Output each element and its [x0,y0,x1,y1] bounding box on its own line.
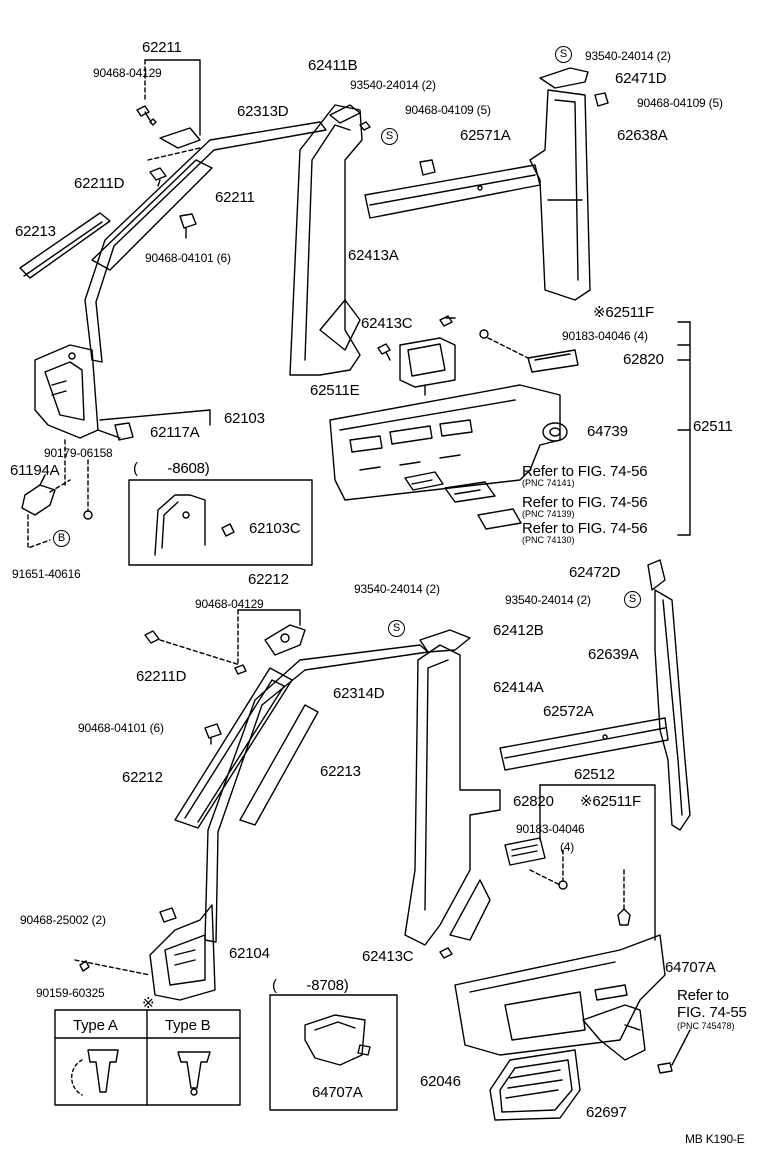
label-62046: 62046 [420,1073,461,1090]
label-64739: 64739 [587,423,628,440]
label-62413C-lower: 62413C [362,948,414,965]
label-62414A: 62414A [493,679,544,696]
label-64707A: 64707A [665,959,716,976]
label-refer-3: Refer to FIG. 74-56 [522,520,648,537]
label-62313D: 62313D [237,103,289,120]
label-90468-04109-b: 90468-04109 (5) [637,96,723,110]
label-62211-top: 62211 [142,39,182,56]
lower-b-pillar-group [404,629,691,1121]
asterisk-mark: ※ [593,304,606,321]
label-62639A: 62639A [588,646,639,663]
label-62314D: 62314D [333,685,385,702]
label-62211D: 62211D [74,175,125,192]
label-refer-1: Refer to FIG. 74-56 [522,463,648,480]
label-pnc-4: (PNC 745478) [677,1021,735,1031]
label-pnc-1: (PNC 74141) [522,478,575,488]
label-62212-top: 62212 [248,571,289,588]
circle-s-marker-4: S [624,591,641,608]
label-62104: 62104 [229,945,270,962]
label-93540-24014-lower-a: 93540-24014 (2) [354,582,440,596]
circle-s-marker-3: S [388,620,405,637]
label-62412B: 62412B [493,622,544,639]
label-90468-04101: 90468-04101 (6) [145,251,231,265]
type-asterisk-mark: ※ [142,995,155,1012]
label-type-b: Type B [165,1017,211,1034]
label-refer-2: Refer to FIG. 74-56 [522,494,648,511]
label-90183-04046-lower: 90183-04046 [516,822,585,836]
label-62211-mid: 62211 [215,189,255,206]
upper-b-pillar-group [289,104,579,530]
lower-c-pillar-group [647,559,691,831]
label-90468-04129-lower: 90468-04129 [195,597,264,611]
circle-s-marker-1: S [381,128,398,145]
label-93540-24014-b: 93540-24014 (2) [585,49,671,63]
label-62638A: 62638A [617,127,668,144]
circle-b-marker: B [53,530,70,547]
label-62511F: ※62511F [593,305,654,320]
label-inset-8608: ( -8608) [133,460,210,477]
asterisk-mark-lower: ※ [580,793,593,810]
label-inset-8708: ( -8708) [272,977,349,994]
label-90468-04101-lower: 90468-04101 (6) [78,721,164,735]
label-62697: 62697 [586,1104,627,1121]
label-61194A: 61194A [10,462,60,479]
label-62213-lower: 62213 [320,763,361,780]
label-62213: 62213 [15,223,56,240]
label-62413A: 62413A [348,247,399,264]
label-93540-24014-a: 93540-24014 (2) [350,78,436,92]
label-90468-04129: 90468-04129 [93,66,162,80]
label-pnc-2: (PNC 74139) [522,509,575,519]
label-62103: 62103 [224,410,265,427]
lower-pillar-group [54,609,429,1106]
label-90183-04046: 90183-04046 (4) [562,329,648,343]
label-type-a: Type A [73,1017,118,1034]
label-90468-04109-a: 90468-04109 (5) [405,103,491,117]
label-62511F-text: 62511F [605,304,654,321]
label-62572A: 62572A [543,703,594,720]
label-62511: 62511 [693,418,733,435]
label-62512: 62512 [574,766,615,783]
upper-c-pillar-group [529,67,691,536]
label-62472D: 62472D [569,564,621,581]
label-90468-25002: 90468-25002 (2) [20,913,106,927]
label-91651-40616: 91651-40616 [12,567,81,581]
label-qty-4: (4) [560,840,575,854]
label-93540-24014-lower-b: 93540-24014 (2) [505,593,591,607]
label-62413C: 62413C [361,315,413,332]
label-90179-06158: 90179-06158 [44,446,113,460]
label-62511F-lower: ※62511F [580,794,641,809]
label-62117A: 62117A [150,424,200,441]
label-pnc-3: (PNC 74130) [522,535,575,545]
label-64707A-inset: 64707A [312,1084,363,1101]
label-62820: 62820 [623,351,664,368]
inset-8708 [269,994,398,1111]
inset-8608 [128,479,313,566]
circle-s-marker-2: S [555,46,572,63]
label-62471D: 62471D [615,70,667,87]
label-62411B: 62411B [308,57,358,74]
footer-code: MB K190-E [685,1132,745,1146]
label-refer-4b: FIG. 74-55 [677,1004,747,1021]
label-refer-4a: Refer to [677,987,729,1004]
label-62571A: 62571A [460,127,511,144]
label-62211D-lower: 62211D [136,668,187,685]
label-62820-lower: 62820 [513,793,554,810]
upper-pillar-group [19,59,327,549]
label-62511E: 62511E [310,382,360,399]
label-90159-60325: 90159-60325 [36,986,105,1000]
label-62103C: 62103C [249,520,301,537]
label-62511F-lower-text: 62511F [592,793,641,810]
label-62212-mid: 62212 [122,769,163,786]
